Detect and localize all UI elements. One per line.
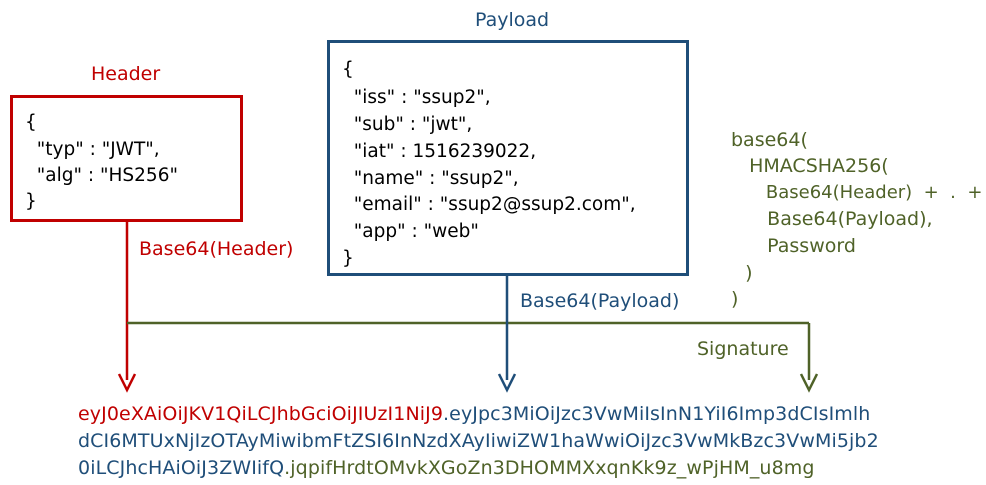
payload-code-line: "iat" : 1516239022, — [342, 141, 537, 162]
signature-formula-line: Base64(Header) + . + — [743, 182, 983, 203]
signature-formula-line: HMACSHA256( — [737, 155, 889, 177]
header-encode-label: Base64(Header) — [139, 238, 294, 260]
payload-code-line: } — [342, 248, 354, 269]
token-payload-part: dCI6MTUxNjIzOTAyMiwibmFtZSI6InNzdXAyIiwi… — [78, 430, 879, 452]
signature-formula-line: ) — [731, 288, 739, 310]
token-header-part: eyJ0eXAiOiJKV1QiLCJhbGciOiJIUzI1NiJ9 — [78, 403, 444, 425]
header-code-line: "alg" : "HS256" — [25, 165, 178, 186]
token-signature-part: jqpifHrdtOMvkXGoZn3DHOMMXxqnKk9z_wPjHM_u… — [290, 457, 815, 479]
header-arrowhead — [117, 373, 137, 393]
token-line-2: dCI6MTUxNjIzOTAyMiwibmFtZSI6InNzdXAyIiwi… — [78, 432, 879, 451]
header-code-line: } — [25, 191, 37, 212]
payload-arrowhead — [497, 373, 517, 393]
token-payload-part: eyJpc3MiOiJzc3VwMiIsInN1YiI6Imp3dCIsImlh — [449, 403, 871, 425]
signature-formula-line: ) — [733, 262, 753, 284]
token-separator: . — [443, 403, 450, 425]
payload-code-line: "name" : "ssup2", — [342, 168, 519, 189]
header-title: Header — [91, 63, 161, 85]
payload-box: { "iss" : "ssup2", "sub" : "jwt", "iat" … — [327, 40, 689, 276]
header-code-line: { — [25, 112, 37, 133]
signature-formula-line: Base64(Payload), — [743, 208, 933, 230]
payload-code-line: "email" : "ssup2@ssup2.com", — [342, 194, 636, 215]
header-code-line: "typ" : "JWT", — [25, 139, 160, 160]
payload-title: Payload — [475, 9, 550, 31]
signature-label: Signature — [697, 338, 789, 360]
signature-formula-line: base64( — [731, 129, 808, 151]
token-line-3: 0iLCJhcHAiOiJ3ZWIifQ.jqpifHrdtOMvkXGoZn3… — [78, 459, 815, 478]
payload-code-line: { — [342, 59, 354, 80]
signature-arrowhead — [799, 373, 819, 393]
token-line-1: eyJ0eXAiOiJKV1QiLCJhbGciOiJIUzI1NiJ9.eyJ… — [78, 405, 870, 424]
payload-code-line: "sub" : "jwt", — [342, 114, 473, 135]
token-payload-part: 0iLCJhcHAiOiJ3ZWIifQ — [78, 457, 285, 479]
token-separator: . — [284, 457, 291, 479]
header-box: { "typ" : "JWT", "alg" : "HS256" } — [10, 95, 243, 222]
payload-code-line: "iss" : "ssup2", — [342, 87, 491, 108]
signature-formula-line: Password — [743, 235, 856, 257]
payload-encode-label: Base64(Payload) — [520, 290, 680, 312]
payload-code-line: "app" : "web" — [342, 221, 479, 242]
